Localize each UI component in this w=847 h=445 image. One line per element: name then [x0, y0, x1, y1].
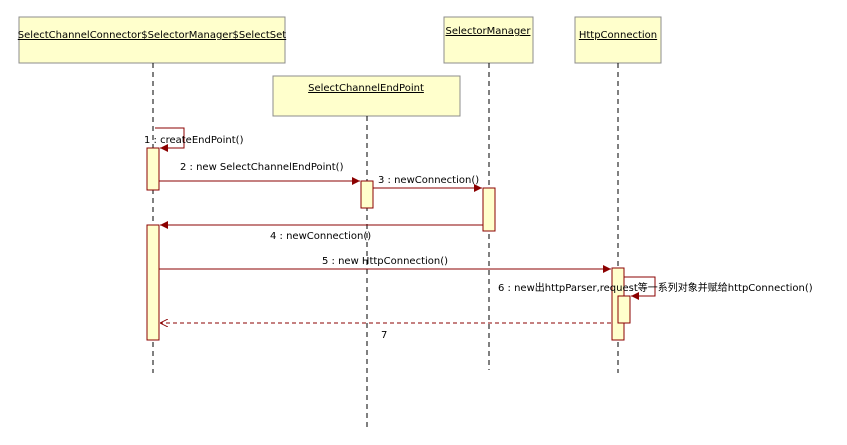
- activation-bar-httpconnection-2: [617, 295, 631, 324]
- message-7: 7: [160, 323, 611, 341]
- message-3-label: 3 : newConnection(): [378, 175, 479, 186]
- message-2-label: 2 : new SelectChannelEndPoint(): [180, 162, 344, 173]
- lifeline-box-endpoint: [272, 75, 461, 117]
- message-7-label: 7: [381, 330, 387, 341]
- message-4-label: 4 : newConnection(): [270, 231, 371, 242]
- activation-bar-selectset-1: [146, 147, 160, 191]
- lifeline-label-endpoint: SelectChannelEndPoint: [308, 83, 424, 94]
- lifeline-endpoint: SelectChannelEndPoint: [272, 75, 461, 428]
- message-6: 6 : new出httpParser,request等一系列对象并赋给httpC…: [498, 276, 813, 300]
- lifeline-label-httpconnection: HttpConnection: [579, 30, 657, 41]
- lifeline-httpconnection: HttpConnection: [574, 16, 662, 373]
- lifeline-box-httpconnection: [574, 16, 662, 64]
- message-5: 5 : new HttpConnection(): [159, 256, 611, 273]
- message-1-label: 1 : createEndPoint(): [144, 135, 244, 146]
- message-1: 1 : createEndPoint(): [144, 127, 244, 152]
- message-2: 2 : new SelectChannelEndPoint(): [159, 162, 360, 185]
- message-4: 4 : newConnection(): [160, 221, 483, 242]
- message-1-line: [155, 127, 185, 152]
- lifeline-box-selectset: [18, 16, 286, 64]
- lifeline-label-selectormanager: SelectorManager: [446, 26, 532, 37]
- message-5-label: 5 : new HttpConnection(): [322, 256, 448, 267]
- message-3: 3 : newConnection(): [373, 175, 482, 192]
- message-6-line: [624, 276, 656, 300]
- lifeline-box-selectormanager: [443, 16, 534, 64]
- activation-bar-selectset-2: [146, 224, 160, 341]
- message-6-label: 6 : new出httpParser,request等一系列对象并赋给httpC…: [498, 281, 813, 294]
- activation-bar-endpoint: [360, 180, 374, 209]
- activation-bar-selectormanager: [482, 187, 496, 232]
- lifeline-label-selectset: SelectChannelConnector$SelectorManager$S…: [18, 30, 286, 41]
- lifeline-selectset: SelectChannelConnector$SelectorManager$S…: [18, 16, 286, 373]
